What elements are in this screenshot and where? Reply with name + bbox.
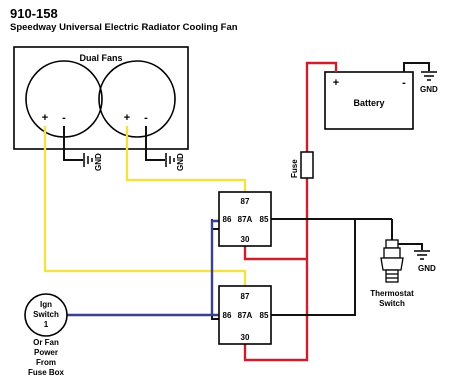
relay-top-pin30: 30 bbox=[241, 235, 250, 244]
ground-icon bbox=[83, 153, 93, 167]
fan-1 bbox=[25, 60, 103, 138]
yellow-wires bbox=[43, 126, 247, 286]
relay-bottom-pin87a: 87A bbox=[238, 311, 253, 320]
fan-1-plus: + bbox=[42, 112, 48, 124]
thermostat-label-1: Thermostat bbox=[370, 289, 414, 298]
red-wires bbox=[243, 61, 338, 362]
relay-top-pin86: 86 bbox=[223, 215, 232, 224]
ign-note-1: Or Fan bbox=[33, 338, 59, 347]
battery-ground-wire bbox=[403, 62, 430, 72]
ign-switch-label-3: 1 bbox=[44, 320, 49, 329]
ground-icon bbox=[421, 71, 437, 81]
relay-top-pin85: 85 bbox=[260, 215, 269, 224]
ign-note-2: Power bbox=[34, 348, 58, 357]
ground-icon bbox=[414, 250, 430, 260]
dual-fans-label: Dual Fans bbox=[79, 53, 122, 63]
ign-switch-label-1: Ign bbox=[40, 300, 52, 309]
ground-icon bbox=[165, 153, 175, 167]
battery-plus: + bbox=[333, 77, 339, 89]
fan-1-minus: - bbox=[62, 112, 66, 124]
fan-2 bbox=[98, 60, 176, 138]
blue-wires bbox=[67, 219, 219, 317]
part-number: 910-158 bbox=[10, 6, 58, 21]
red-wire-relay1-30 bbox=[243, 246, 307, 261]
battery-box bbox=[324, 71, 414, 130]
thermostat-ground-wire bbox=[398, 243, 423, 250]
battery-minus: - bbox=[402, 77, 406, 89]
fan-2-plus: + bbox=[124, 112, 130, 124]
fan-2-minus: - bbox=[144, 112, 148, 124]
red-wire-battery-to-fuse bbox=[305, 61, 338, 152]
fan-2-gnd-label: GND bbox=[176, 153, 185, 171]
relay-bottom-pin30: 30 bbox=[241, 333, 250, 342]
fuse bbox=[300, 151, 314, 179]
dual-fans-box bbox=[13, 46, 189, 150]
relay-top-pin87: 87 bbox=[241, 197, 250, 206]
battery-gnd-label: GND bbox=[420, 85, 438, 94]
ign-note-4: Fuse Box bbox=[28, 368, 65, 377]
yellow-wire-fan1 bbox=[43, 126, 247, 286]
fuse-label: Fuse bbox=[290, 159, 299, 178]
page-title: Speedway Universal Electric Radiator Coo… bbox=[10, 22, 238, 33]
red-wire-fuse-to-relays bbox=[243, 178, 309, 362]
thermostat-label-2: Switch bbox=[379, 299, 405, 308]
relay-top bbox=[218, 191, 272, 247]
yellow-wire-fan2 bbox=[125, 126, 247, 192]
ign-note-3: From bbox=[36, 358, 56, 367]
relay-top-pin87a: 87A bbox=[238, 215, 253, 224]
fan-1-gnd-label: GND bbox=[94, 153, 103, 171]
fan-ground-wires bbox=[63, 126, 165, 161]
battery-label: Battery bbox=[353, 98, 384, 108]
ign-switch bbox=[24, 293, 68, 337]
relay-bottom-pin87: 87 bbox=[241, 292, 250, 301]
relay-bottom-pin85: 85 bbox=[260, 311, 269, 320]
thermostat-switch-icon bbox=[380, 239, 404, 283]
relay-bottom bbox=[218, 285, 272, 345]
relay-bottom-pin86: 86 bbox=[223, 311, 232, 320]
ign-switch-label-2: Switch bbox=[33, 310, 59, 319]
thermostat-gnd-label: GND bbox=[418, 264, 436, 273]
